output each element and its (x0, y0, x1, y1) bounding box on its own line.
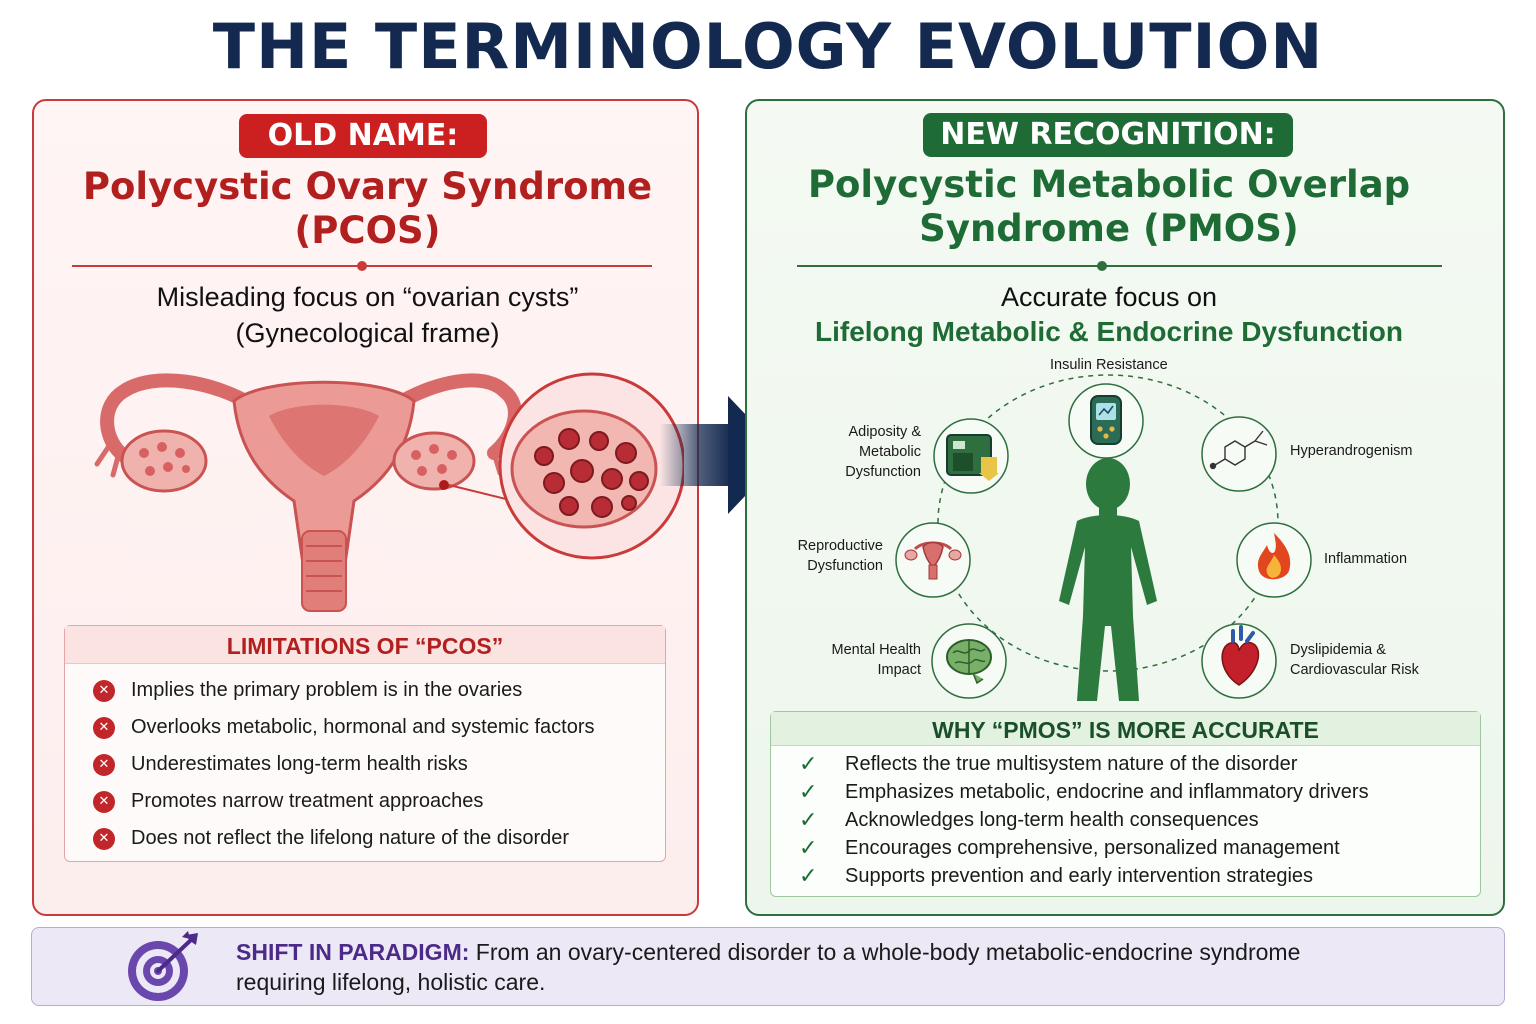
factor-label-hyperandrogenism: Hyperandrogenism (1290, 443, 1413, 459)
x-circle-icon: ✕ (93, 790, 115, 813)
old-divider (72, 261, 652, 271)
why-text: Emphasizes metabolic, endocrine and infl… (845, 780, 1369, 803)
old-name-line2: (PCOS) (294, 209, 441, 252)
molecule-icon (1209, 430, 1268, 470)
list-item: ✕ Overlooks metabolic, hormonal and syste… (93, 709, 665, 746)
new-recognition-panel: NEW RECOGNITION: Polycystic Metabolic Ov… (745, 99, 1505, 916)
why-text: Supports prevention and early interventi… (845, 864, 1314, 887)
x-circle-icon: ✕ (93, 679, 115, 702)
factor-line: Dysfunction (807, 558, 883, 574)
factor-label-adiposity: Adiposity & Metabolic Dysfunction (807, 422, 921, 482)
factor-line: Metabolic (858, 444, 921, 460)
x-circle-icon: ✕ (93, 827, 115, 850)
list-item: ✓ Encourages comprehensive, personalized … (799, 834, 1480, 862)
list-item: ✕ Underestimates long-term health risks (93, 746, 665, 783)
check-icon: ✓ (799, 835, 818, 861)
target-arrow-icon (128, 931, 198, 1001)
limitations-box: LIMITATIONS OF “PCOS” ✕ Implies the prima… (64, 625, 666, 862)
uterus-icon (904, 541, 962, 580)
list-item: ✓ Reflects the true multisystem nature of… (799, 750, 1480, 778)
factor-line: Adiposity & (848, 424, 921, 440)
why-text: Encourages comprehensive, personalized m… (845, 836, 1340, 859)
check-icon: ✓ (799, 751, 818, 777)
paradigm-shift-text: SHIFT IN PARADIGM: From an ovary-centere… (236, 937, 1476, 997)
old-syndrome-name: Polycystic Ovary Syndrome (PCOS) (34, 165, 701, 253)
paradigm-shift-banner: SHIFT IN PARADIGM: From an ovary-centere… (31, 927, 1505, 1006)
banner-heading: SHIFT IN PARADIGM: (236, 939, 470, 965)
limitation-text: Underestimates long-term health risks (131, 753, 468, 775)
factor-label-inflammation: Inflammation (1324, 551, 1408, 567)
limitation-text: Overlooks metabolic, hormonal and system… (131, 716, 595, 738)
limitation-text: Implies the primary problem is in the ov… (131, 679, 523, 701)
old-focus-line1: Misleading focus on “ovarian cysts” (156, 282, 579, 312)
old-name-line1: Polycystic Ovary Syndrome (82, 165, 653, 208)
x-circle-icon: ✕ (93, 716, 115, 739)
factor-label-mental-health: Mental Health Impact (797, 640, 921, 680)
flame-icon (1257, 533, 1291, 580)
factor-line: Reproductive (797, 538, 883, 554)
old-name-panel: OLD NAME: Polycystic Ovary Syndrome (PCO… (32, 99, 699, 916)
banner-line1: SHIFT IN PARADIGM: From an ovary-centere… (236, 937, 1476, 967)
factor-line: Impact (877, 662, 921, 678)
new-syndrome-name: Polycystic Metabolic Overlap Syndrome (P… (747, 163, 1471, 251)
list-item: ✕ Does not reflect the lifelong nature of… (93, 820, 665, 857)
factor-line: Mental Health (831, 642, 921, 658)
new-name-line2: Syndrome (PMOS) (919, 207, 1299, 250)
limitations-title: LIMITATIONS OF “PCOS” (65, 626, 665, 664)
factor-label-dyslipidemia: Dyslipidemia & Cardiovascular Risk (1290, 640, 1419, 680)
banner-text-line1: From an ovary-centered disorder to a who… (469, 939, 1301, 965)
old-focus-line2: (Gynecological frame) (235, 318, 500, 348)
body-silhouette-icon (1059, 458, 1157, 701)
why-pmos-title: WHY “PMOS” IS MORE ACCURATE (771, 712, 1480, 746)
why-text: Acknowledges long-term health consequenc… (845, 808, 1259, 831)
why-pmos-box: WHY “PMOS” IS MORE ACCURATE ✓ Reflects th… (770, 711, 1481, 897)
check-icon: ✓ (799, 807, 818, 833)
new-focus-line2: Lifelong Metabolic & Endocrine Dysfuncti… (814, 316, 1404, 347)
old-name-badge: OLD NAME: (239, 114, 487, 158)
factor-line: Dyslipidemia & (1290, 642, 1386, 658)
banner-text-line2: requiring lifelong, holistic care. (236, 969, 546, 995)
page-title: THE TERMINOLOGY EVOLUTION (212, 10, 1324, 83)
why-pmos-list: ✓ Reflects the true multisystem nature of… (771, 746, 1480, 890)
limitation-text: Promotes narrow treatment approaches (131, 790, 484, 812)
brain-icon (946, 639, 992, 685)
heart-icon (1221, 625, 1260, 686)
limitations-list: ✕ Implies the primary problem is in the o… (65, 664, 665, 857)
new-name-line1: Polycystic Metabolic Overlap (807, 163, 1411, 206)
factor-line: Dysfunction (845, 464, 921, 480)
limitation-text: Does not reflect the lifelong nature of … (131, 827, 570, 849)
new-divider (797, 261, 1442, 271)
check-icon: ✓ (799, 863, 818, 889)
uterus-ovary-illustration (94, 372, 684, 612)
list-item: ✓ Acknowledges long-term health consequen… (799, 806, 1480, 834)
weight-scale-icon (946, 434, 999, 481)
why-text: Reflects the true multisystem nature of … (845, 752, 1298, 775)
check-icon: ✓ (799, 779, 818, 805)
new-recognition-badge: NEW RECOGNITION: (923, 113, 1293, 157)
metabolic-factors-diagram (895, 374, 1312, 701)
glucometer-icon (1090, 395, 1122, 445)
list-item: ✓ Emphasizes metabolic, endocrine and inf… (799, 778, 1480, 806)
factor-label-insulin: Insulin Resistance (1050, 357, 1168, 373)
new-focus-line1: Accurate focus on (1000, 282, 1218, 312)
factor-label-reproductive: Reproductive Dysfunction (767, 536, 883, 576)
old-focus: Misleading focus on “ovarian cysts” (Gyn… (34, 279, 701, 351)
list-item: ✕ Implies the primary problem is in the o… (93, 672, 665, 709)
list-item: ✕ Promotes narrow treatment approaches (93, 783, 665, 820)
list-item: ✓ Supports prevention and early intervent… (799, 862, 1480, 890)
x-circle-icon: ✕ (93, 753, 115, 776)
factor-line: Cardiovascular Risk (1290, 662, 1419, 678)
